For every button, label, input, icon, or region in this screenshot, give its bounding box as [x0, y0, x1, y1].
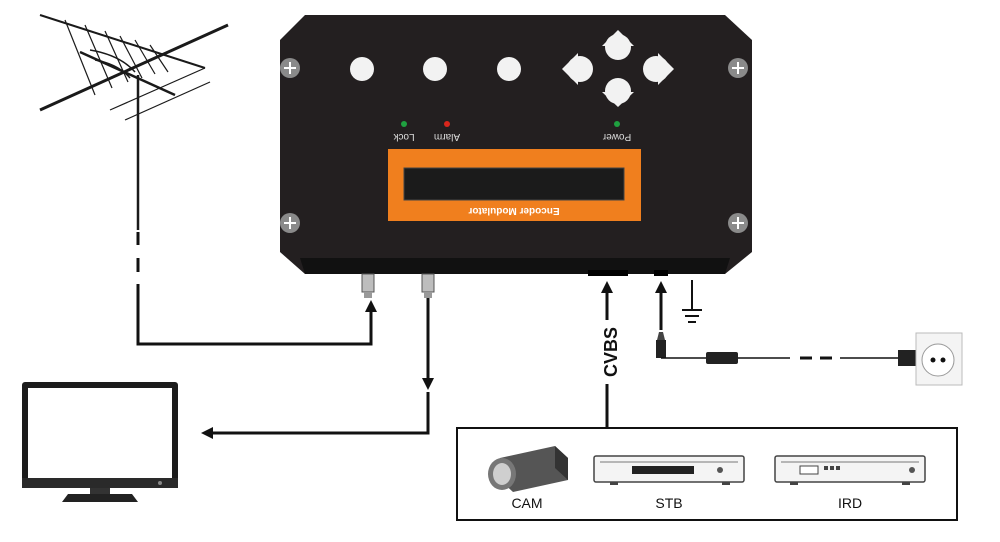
power-label: Power [602, 131, 631, 142]
power-led [614, 121, 620, 127]
mount-screw-icon [728, 213, 748, 233]
alarm-led [444, 121, 450, 127]
source-label-cam: CAM [511, 495, 542, 511]
antenna-icon [39, 14, 229, 230]
ok-button[interactable] [423, 57, 447, 81]
rf-output-connector [421, 273, 435, 298]
panel-label: Encoder Modulator [468, 205, 559, 216]
source-label-stb: STB [655, 495, 682, 511]
rf-output-cable [201, 298, 434, 439]
camera-icon [488, 446, 568, 492]
dc-input-port [654, 270, 668, 276]
mount-screw-icon [728, 58, 748, 78]
cvbs-cable [601, 281, 613, 428]
dc-power-cable [655, 281, 916, 366]
down-arrow-button[interactable] [602, 78, 634, 107]
dc-plug-icon [656, 332, 666, 358]
mount-screw-icon [280, 58, 300, 78]
cvbs-input-port [588, 270, 628, 276]
mount-screw-icon [280, 213, 300, 233]
power-socket-icon [915, 332, 963, 386]
lock-led [401, 121, 407, 127]
lcd-window [403, 167, 625, 201]
cvbs-label: CVBS [601, 327, 621, 377]
set-top-box-icon [593, 455, 745, 485]
alarm-label: Alarm [434, 131, 460, 142]
source-label-ird: IRD [838, 495, 862, 511]
ird-receiver-icon [774, 455, 926, 485]
right-arrow-button[interactable] [643, 53, 674, 85]
tv-monitor-icon [22, 382, 178, 502]
rf-input-connector [361, 273, 375, 298]
antenna-cable [136, 232, 377, 346]
lock-label: Lock [392, 131, 414, 142]
exit-button[interactable] [497, 57, 521, 81]
up-arrow-button[interactable] [602, 30, 634, 60]
ground-icon [682, 280, 702, 323]
menu-button[interactable] [350, 57, 374, 81]
left-arrow-button[interactable] [562, 53, 593, 85]
encoder-modulator-device: Lock Alarm Power Encoder Modulator [280, 15, 752, 298]
